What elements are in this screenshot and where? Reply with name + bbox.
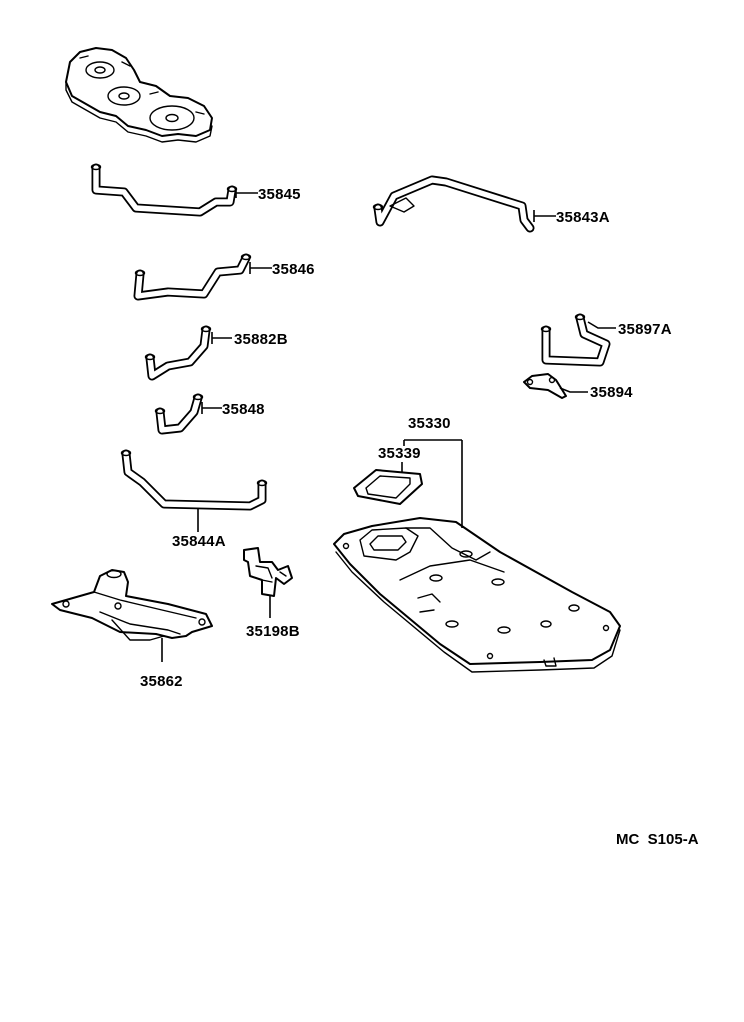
tube-35845 bbox=[90, 163, 238, 217]
label-35897A: 35897A bbox=[618, 321, 672, 338]
leader-35330 bbox=[403, 439, 463, 528]
leader-35894 bbox=[559, 387, 588, 393]
label-35198B: 35198B bbox=[246, 623, 300, 640]
tube-35897A bbox=[540, 313, 611, 367]
tube-35844A bbox=[120, 449, 268, 511]
gasket-35339 bbox=[353, 469, 423, 505]
bracket-35894 bbox=[523, 373, 567, 399]
label-35844A: 35844A bbox=[172, 533, 226, 550]
leader-35845 bbox=[235, 188, 258, 198]
leader-35848 bbox=[201, 402, 222, 414]
label-35330: 35330 bbox=[408, 415, 451, 432]
label-35894: 35894 bbox=[590, 384, 633, 401]
leader-35843A bbox=[533, 210, 556, 222]
tube-35882B bbox=[144, 325, 212, 381]
label-35846: 35846 bbox=[272, 261, 315, 278]
valve-body-plate bbox=[65, 47, 213, 143]
label-35845: 35845 bbox=[258, 186, 301, 203]
tube-35846 bbox=[133, 253, 252, 301]
leader-35897A bbox=[587, 321, 616, 329]
label-35882B: 35882B bbox=[234, 331, 288, 348]
leader-35882B bbox=[211, 332, 232, 344]
tube-35848 bbox=[154, 393, 204, 435]
label-35848: 35848 bbox=[222, 401, 265, 418]
label-35843A: 35843A bbox=[556, 209, 610, 226]
clip-35198B bbox=[243, 547, 293, 597]
tube-35843A bbox=[372, 175, 535, 233]
diagram-code: MC S105-A bbox=[616, 831, 699, 848]
label-35862: 35862 bbox=[140, 673, 183, 690]
oil-strainer-35330 bbox=[333, 517, 621, 673]
leader-35846 bbox=[249, 262, 272, 274]
detent-spring-35862 bbox=[51, 569, 213, 641]
label-35339: 35339 bbox=[378, 445, 421, 462]
